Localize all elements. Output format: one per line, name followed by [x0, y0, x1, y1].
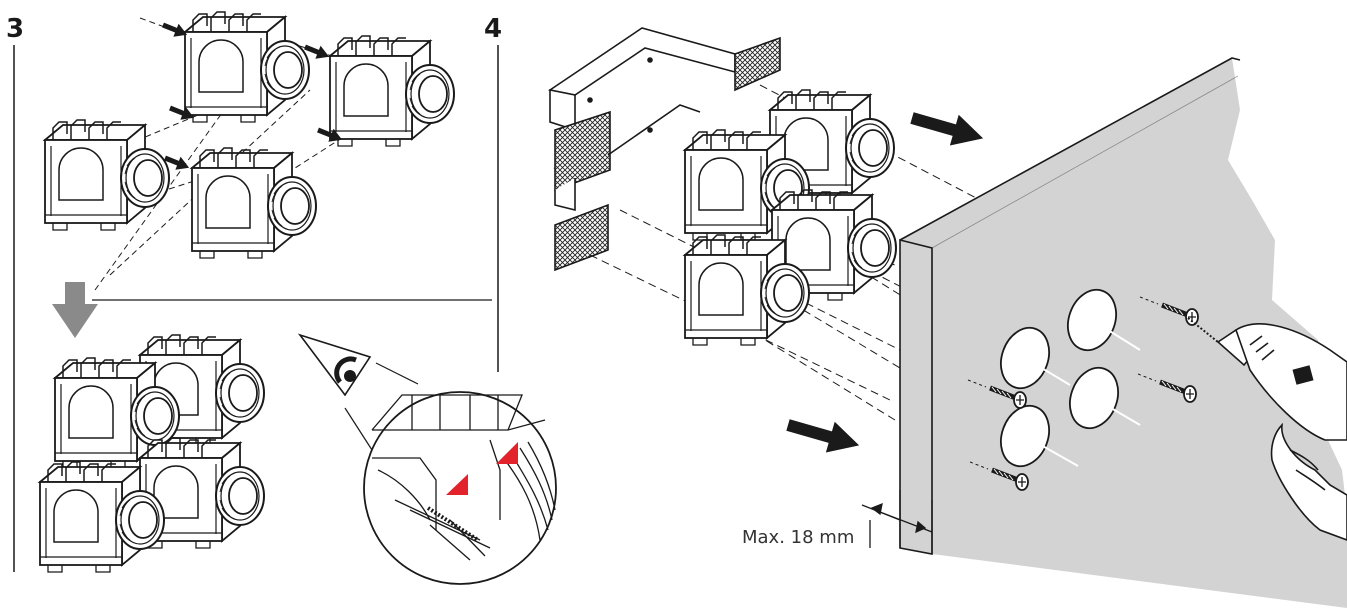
direction-arrow-lower: [783, 409, 864, 461]
step-4-number: 4: [484, 14, 503, 44]
drill-icon: [1187, 317, 1347, 541]
inspection-eye-icon: [297, 333, 419, 451]
detail-marker-lower: [446, 474, 468, 495]
step-4-connector-cluster: [685, 90, 896, 345]
mounting-bracket-upper: [547, 27, 781, 132]
assembled-connector-cluster: [40, 335, 264, 572]
connector-box-top-left: [185, 12, 309, 122]
panel-holes: [1000, 288, 1119, 468]
detail-magnifier: [363, 391, 557, 585]
wall-panel: [899, 57, 1347, 608]
direction-arrow-upper: [907, 102, 988, 154]
connector-box-top-right: [330, 36, 454, 146]
thickness-dimension: [861, 490, 933, 554]
step-3-number: 3: [6, 14, 25, 44]
connector-box-mid-right: [192, 148, 316, 258]
result-down-arrow: [52, 282, 98, 338]
step-3-panel: [13, 12, 557, 585]
mounting-bracket-lower: [553, 104, 701, 272]
max-thickness-label: Max. 18 mm: [742, 527, 855, 548]
step-4-panel: [547, 27, 1347, 608]
detail-marker-upper: [496, 442, 518, 464]
